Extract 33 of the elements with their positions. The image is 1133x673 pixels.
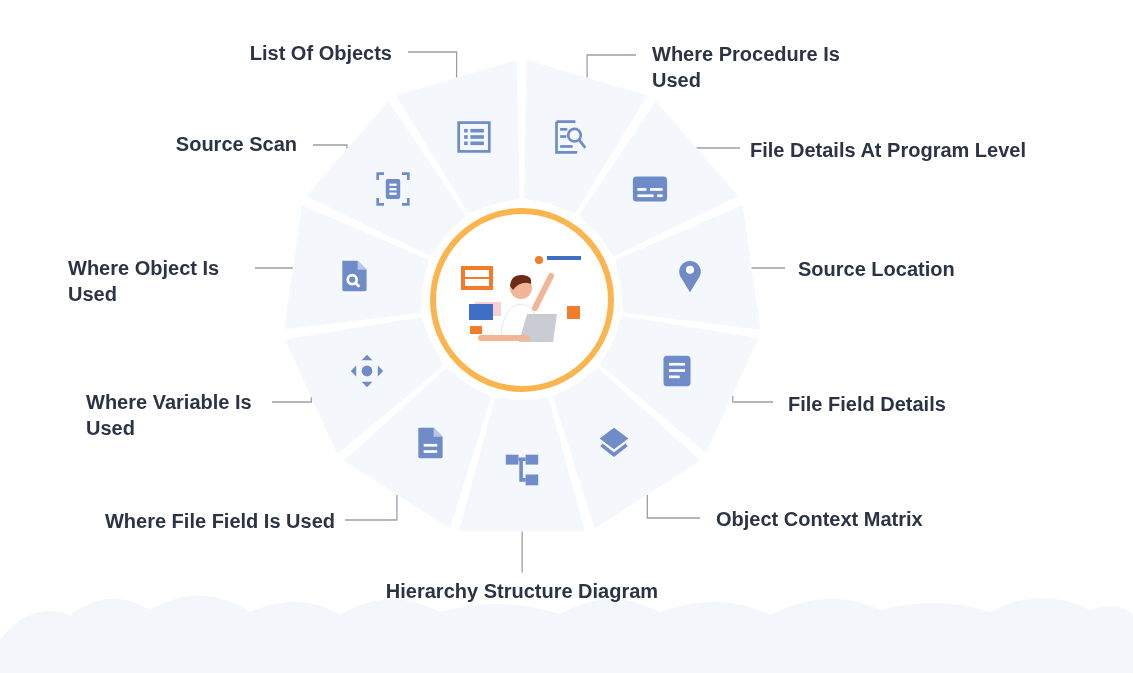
- segment-label: Hierarchy Structure Diagram: [342, 578, 702, 604]
- segment-label: File Details At Program Level: [750, 137, 1120, 163]
- leader-line: [521, 530, 523, 573]
- segment-label: Where Procedure Is Used: [652, 41, 842, 93]
- segment-panel: [600, 316, 759, 454]
- segment-panel: [285, 316, 444, 454]
- segment-label: Source Location: [798, 256, 1018, 282]
- segment-panel: [305, 100, 466, 256]
- leader-line: [646, 494, 701, 519]
- segment-label: Where File Field Is Used: [45, 508, 335, 534]
- segment-panel: [396, 60, 520, 214]
- leader-line: [271, 395, 313, 403]
- leader-line: [254, 266, 294, 269]
- segment-label: Where Object Is Used: [68, 255, 253, 307]
- segment-label: File Field Details: [788, 391, 1018, 417]
- leader-line: [732, 395, 774, 403]
- segment-label: Source Scan: [117, 131, 297, 157]
- segment-panel: [552, 368, 701, 529]
- segment-label: List Of Objects: [172, 40, 392, 66]
- leader-line: [750, 266, 786, 269]
- segment-panel: [459, 398, 586, 532]
- leader-line: [407, 51, 458, 79]
- segment-label: Object Context Matrix: [716, 506, 996, 532]
- segment-panel: [578, 100, 739, 256]
- segment-panel: [524, 60, 648, 214]
- leader-line: [696, 147, 741, 149]
- segment-panel: [615, 204, 761, 330]
- segment-panel: [283, 204, 429, 330]
- leader-line: [312, 144, 348, 150]
- segment-label: Where Variable Is Used: [86, 389, 258, 441]
- leader-line: [586, 54, 637, 79]
- leader-line: [344, 494, 398, 521]
- segment-panel: [343, 368, 492, 529]
